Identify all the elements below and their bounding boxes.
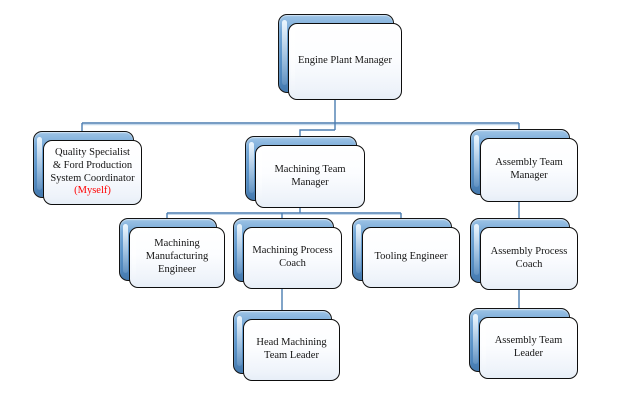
node-card: Tooling Engineer — [362, 227, 460, 288]
node-label: Assembly Team Leader — [494, 335, 563, 359]
node-card: Quality Specialist & Ford Production Sys… — [43, 140, 142, 205]
node-label: Machining Manufacturing Engineer — [145, 238, 209, 275]
connector-step-machining-manager — [299, 129, 335, 138]
org-node-assembly-team-manager: Assembly Team Manager — [470, 129, 578, 202]
org-node-head-machining-team-leader: Head Machining Team Leader — [233, 310, 340, 381]
node-label: Head Machining Team Leader — [256, 337, 327, 361]
node-label: Assembly Team Manager — [495, 157, 563, 181]
node-label: Engine Plant Manager — [298, 55, 392, 67]
node-card: Head Machining Team Leader — [243, 319, 340, 381]
org-node-assembly-team-leader: Assembly Team Leader — [469, 308, 578, 379]
node-card: Machining Team Manager — [255, 145, 365, 208]
node-label: Tooling Engineer — [374, 251, 448, 263]
node-card: Engine Plant Manager — [288, 23, 402, 100]
node-card: Machining Manufacturing Engineer — [129, 227, 225, 288]
node-label: Quality Specialist & Ford Production Sys… — [50, 146, 135, 184]
org-node-assembly-process-coach: Assembly Process Coach — [470, 218, 578, 290]
org-node-machining-process-coach: Machining Process Coach — [233, 218, 342, 289]
org-node-machining-manufacturing-engineer: Machining Manufacturing Engineer — [119, 218, 225, 288]
node-label: Machining Team Manager — [274, 163, 346, 188]
org-node-machining-team-manager: Machining Team Manager — [245, 136, 365, 208]
node-card: Assembly Team Manager — [480, 138, 578, 202]
node-label: Assembly Process Coach — [490, 245, 568, 270]
node-card: Assembly Process Coach — [480, 227, 578, 290]
org-node-tooling-engineer: Tooling Engineer — [352, 218, 460, 288]
node-label: Machining Process Coach — [252, 245, 333, 269]
node-card: Assembly Team Leader — [479, 317, 578, 379]
node-card: Machining Process Coach — [243, 227, 342, 289]
org-node-engine-plant-manager: Engine Plant Manager — [278, 14, 402, 100]
node-sublabel-myself: (Myself) — [74, 185, 111, 197]
org-node-quality-specialist: Quality Specialist & Ford Production Sys… — [33, 131, 142, 205]
